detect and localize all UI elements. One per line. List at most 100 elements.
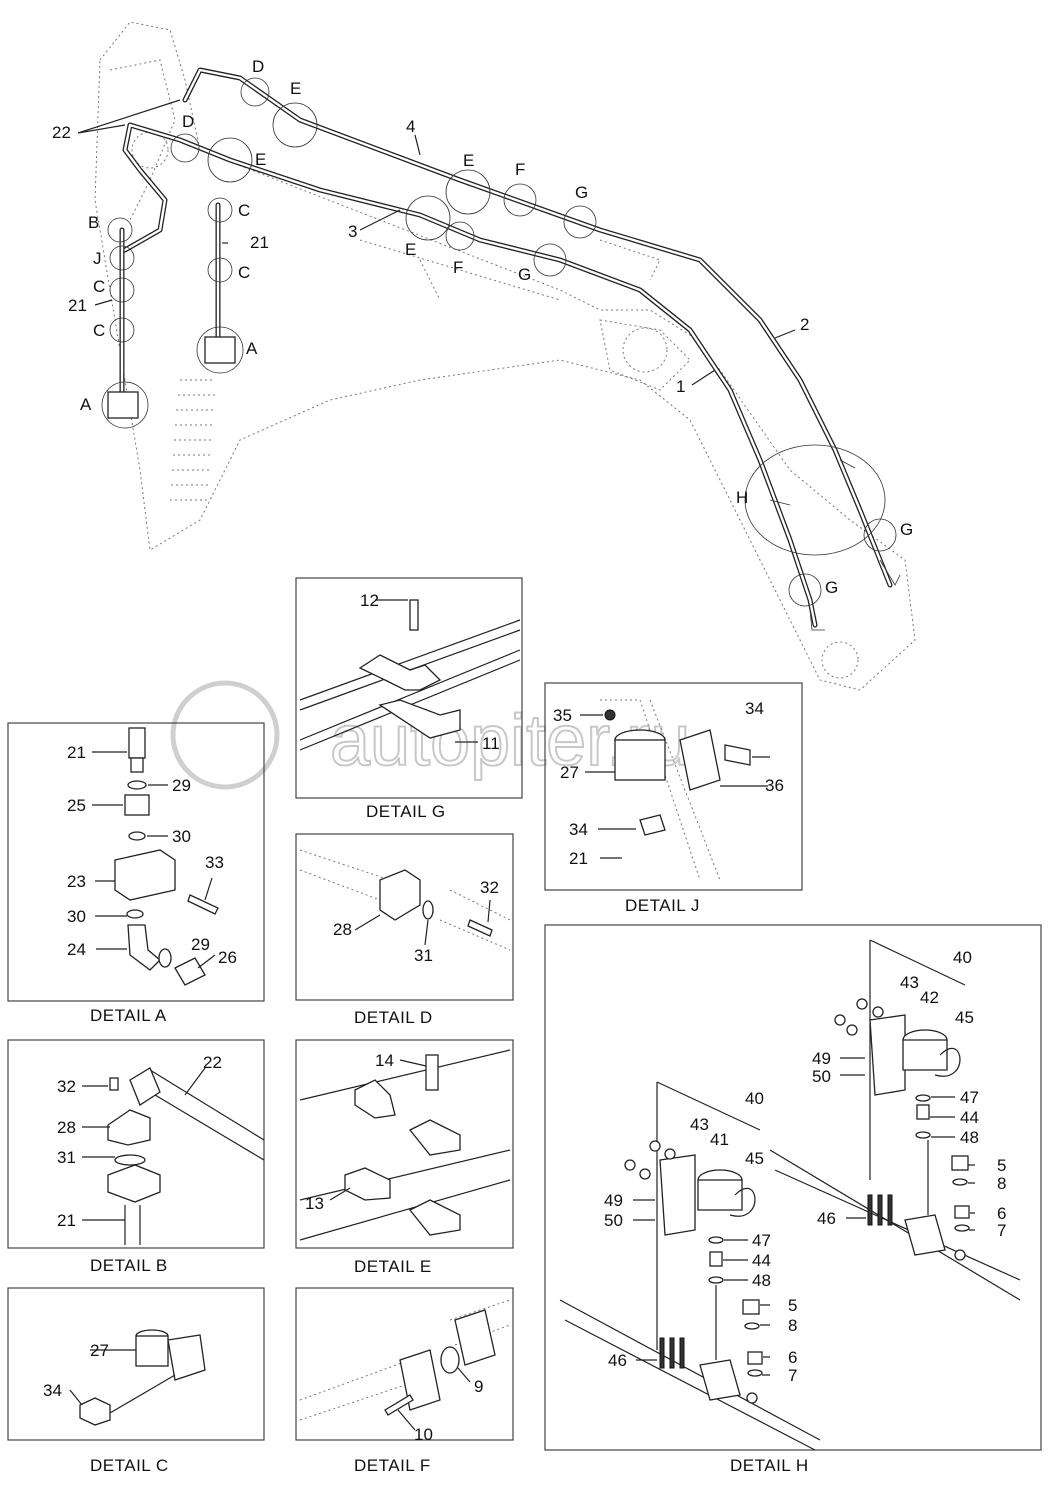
detail-b-label-21: 21 <box>57 1211 76 1230</box>
callout-g-4: G <box>825 578 838 597</box>
callout-g-3: G <box>900 520 913 539</box>
detail-d: 32 28 31 DETAIL D <box>295 833 514 1027</box>
callout-f-2: F <box>453 258 463 277</box>
callout-21-left: 21 <box>68 296 87 315</box>
detail-b-label-22: 22 <box>203 1053 222 1072</box>
detail-a-label-21: 21 <box>67 743 86 762</box>
detail-f-label-9: 9 <box>474 1377 483 1396</box>
callout-d-2: D <box>182 112 194 131</box>
pipe-3 <box>122 122 818 628</box>
detail-a-caption: DETAIL A <box>90 1006 167 1025</box>
callout-22: 22 <box>52 123 71 142</box>
detail-e-label-14: 14 <box>375 1051 394 1070</box>
detail-d-label-31: 31 <box>414 946 433 965</box>
detail-b-label-28: 28 <box>57 1118 76 1137</box>
detail-g-caption: DETAIL G <box>366 802 446 821</box>
valve-block-a-left <box>107 391 139 419</box>
callout-a-2: A <box>246 339 258 358</box>
callout-4: 4 <box>406 117 415 136</box>
detail-a-label-25: 25 <box>67 796 86 815</box>
detail-h: 40 43 42 45 49 50 47 44 48 5 8 6 7 46 40… <box>544 924 1042 1475</box>
callout-c-1: C <box>238 201 250 220</box>
callout-a-1: A <box>80 395 92 414</box>
detail-c-label-34: 34 <box>43 1381 62 1400</box>
detail-j-caption: DETAIL J <box>625 896 700 915</box>
detail-a: 21 29 25 30 23 33 30 24 29 26 DETAIL A <box>7 722 265 1025</box>
main-leaders <box>77 99 796 386</box>
detail-h-label-5a: 5 <box>997 1156 1006 1175</box>
detail-h-label-7b: 7 <box>788 1366 797 1385</box>
detail-h-caption: DETAIL H <box>730 1456 809 1475</box>
detail-j-label-21: 21 <box>569 849 588 868</box>
detail-c: 27 34 DETAIL C <box>7 1287 265 1475</box>
detail-a-label-33: 33 <box>205 853 224 872</box>
detail-h-label-47b: 47 <box>752 1231 771 1250</box>
detail-a-label-30: 30 <box>172 827 191 846</box>
detail-h-label-42: 42 <box>920 988 939 1007</box>
detail-c-label-27: 27 <box>90 1341 109 1360</box>
callout-c-3: C <box>93 277 105 296</box>
detail-h-label-8a: 8 <box>997 1174 1006 1193</box>
detail-h-label-48a: 48 <box>960 1128 979 1147</box>
detail-b-label-31: 31 <box>57 1148 76 1167</box>
detail-h-label-50a: 50 <box>812 1067 831 1086</box>
callout-f-1: F <box>515 160 525 179</box>
detail-f-caption: DETAIL F <box>354 1456 431 1475</box>
detail-h-label-46b: 46 <box>608 1351 627 1370</box>
callout-21-right: 21 <box>250 233 269 252</box>
callout-g-2: G <box>518 265 531 284</box>
detail-j-label-34a: 34 <box>745 699 764 718</box>
detail-a-label-29: 29 <box>172 776 191 795</box>
callout-b: B <box>88 213 99 232</box>
detail-b-caption: DETAIL B <box>90 1256 168 1275</box>
detail-h-label-48b: 48 <box>752 1271 771 1290</box>
detail-h-label-6b: 6 <box>788 1348 797 1367</box>
detail-h-label-45a: 45 <box>955 1008 974 1027</box>
detail-j-label-36: 36 <box>765 776 784 795</box>
detail-h-label-47a: 47 <box>960 1088 979 1107</box>
detail-a-label-26: 26 <box>218 948 237 967</box>
detail-h-label-46a: 46 <box>817 1209 836 1228</box>
detail-e-label-13: 13 <box>305 1194 324 1213</box>
callout-c-2: C <box>238 263 250 282</box>
detail-h-label-49a: 49 <box>812 1049 831 1068</box>
detail-j: 35 34 27 36 34 21 DETAIL J <box>544 682 803 915</box>
detail-h-label-43a: 43 <box>900 973 919 992</box>
callout-g-1: G <box>575 183 588 202</box>
detail-a-label-23: 23 <box>67 872 86 891</box>
detail-g-label-12: 12 <box>360 591 379 610</box>
callout-e-3: E <box>463 151 474 170</box>
clamp-markers <box>107 77 901 631</box>
callout-c-4: C <box>93 321 105 340</box>
detail-d-label-32: 32 <box>480 878 499 897</box>
detail-h-label-41: 41 <box>710 1130 729 1149</box>
detail-a-label-30b: 30 <box>67 907 86 926</box>
detail-g: 12 11 DETAIL G <box>295 577 523 821</box>
detail-h-label-40a: 40 <box>953 948 972 967</box>
detail-h-label-45b: 45 <box>745 1149 764 1168</box>
detail-h-label-43b: 43 <box>690 1115 709 1134</box>
callout-d-1: D <box>252 57 264 76</box>
detail-j-label-35: 35 <box>553 706 572 725</box>
detail-c-caption: DETAIL C <box>90 1456 169 1475</box>
detail-g-label-11: 11 <box>482 734 500 753</box>
detail-a-label-24: 24 <box>67 940 86 959</box>
callout-2: 2 <box>800 315 809 334</box>
callout-j: J <box>93 249 102 268</box>
detail-h-label-44a: 44 <box>960 1108 979 1127</box>
detail-h-label-50b: 50 <box>604 1211 623 1230</box>
callout-e-2: E <box>255 150 266 169</box>
callout-e-1: E <box>290 79 301 98</box>
callout-1: 1 <box>676 377 685 396</box>
detail-d-caption: DETAIL D <box>354 1008 433 1027</box>
detail-b: 22 32 28 31 21 DETAIL B <box>7 1039 265 1275</box>
detail-d-label-28: 28 <box>333 920 352 939</box>
detail-h-label-5b: 5 <box>788 1296 797 1315</box>
detail-f-label-10: 10 <box>414 1425 433 1444</box>
detail-a-label-29b: 29 <box>191 935 210 954</box>
detail-j-label-27: 27 <box>560 763 579 782</box>
callout-3: 3 <box>348 222 357 241</box>
detail-h-label-6a: 6 <box>997 1204 1006 1223</box>
callout-h: H <box>736 488 748 507</box>
